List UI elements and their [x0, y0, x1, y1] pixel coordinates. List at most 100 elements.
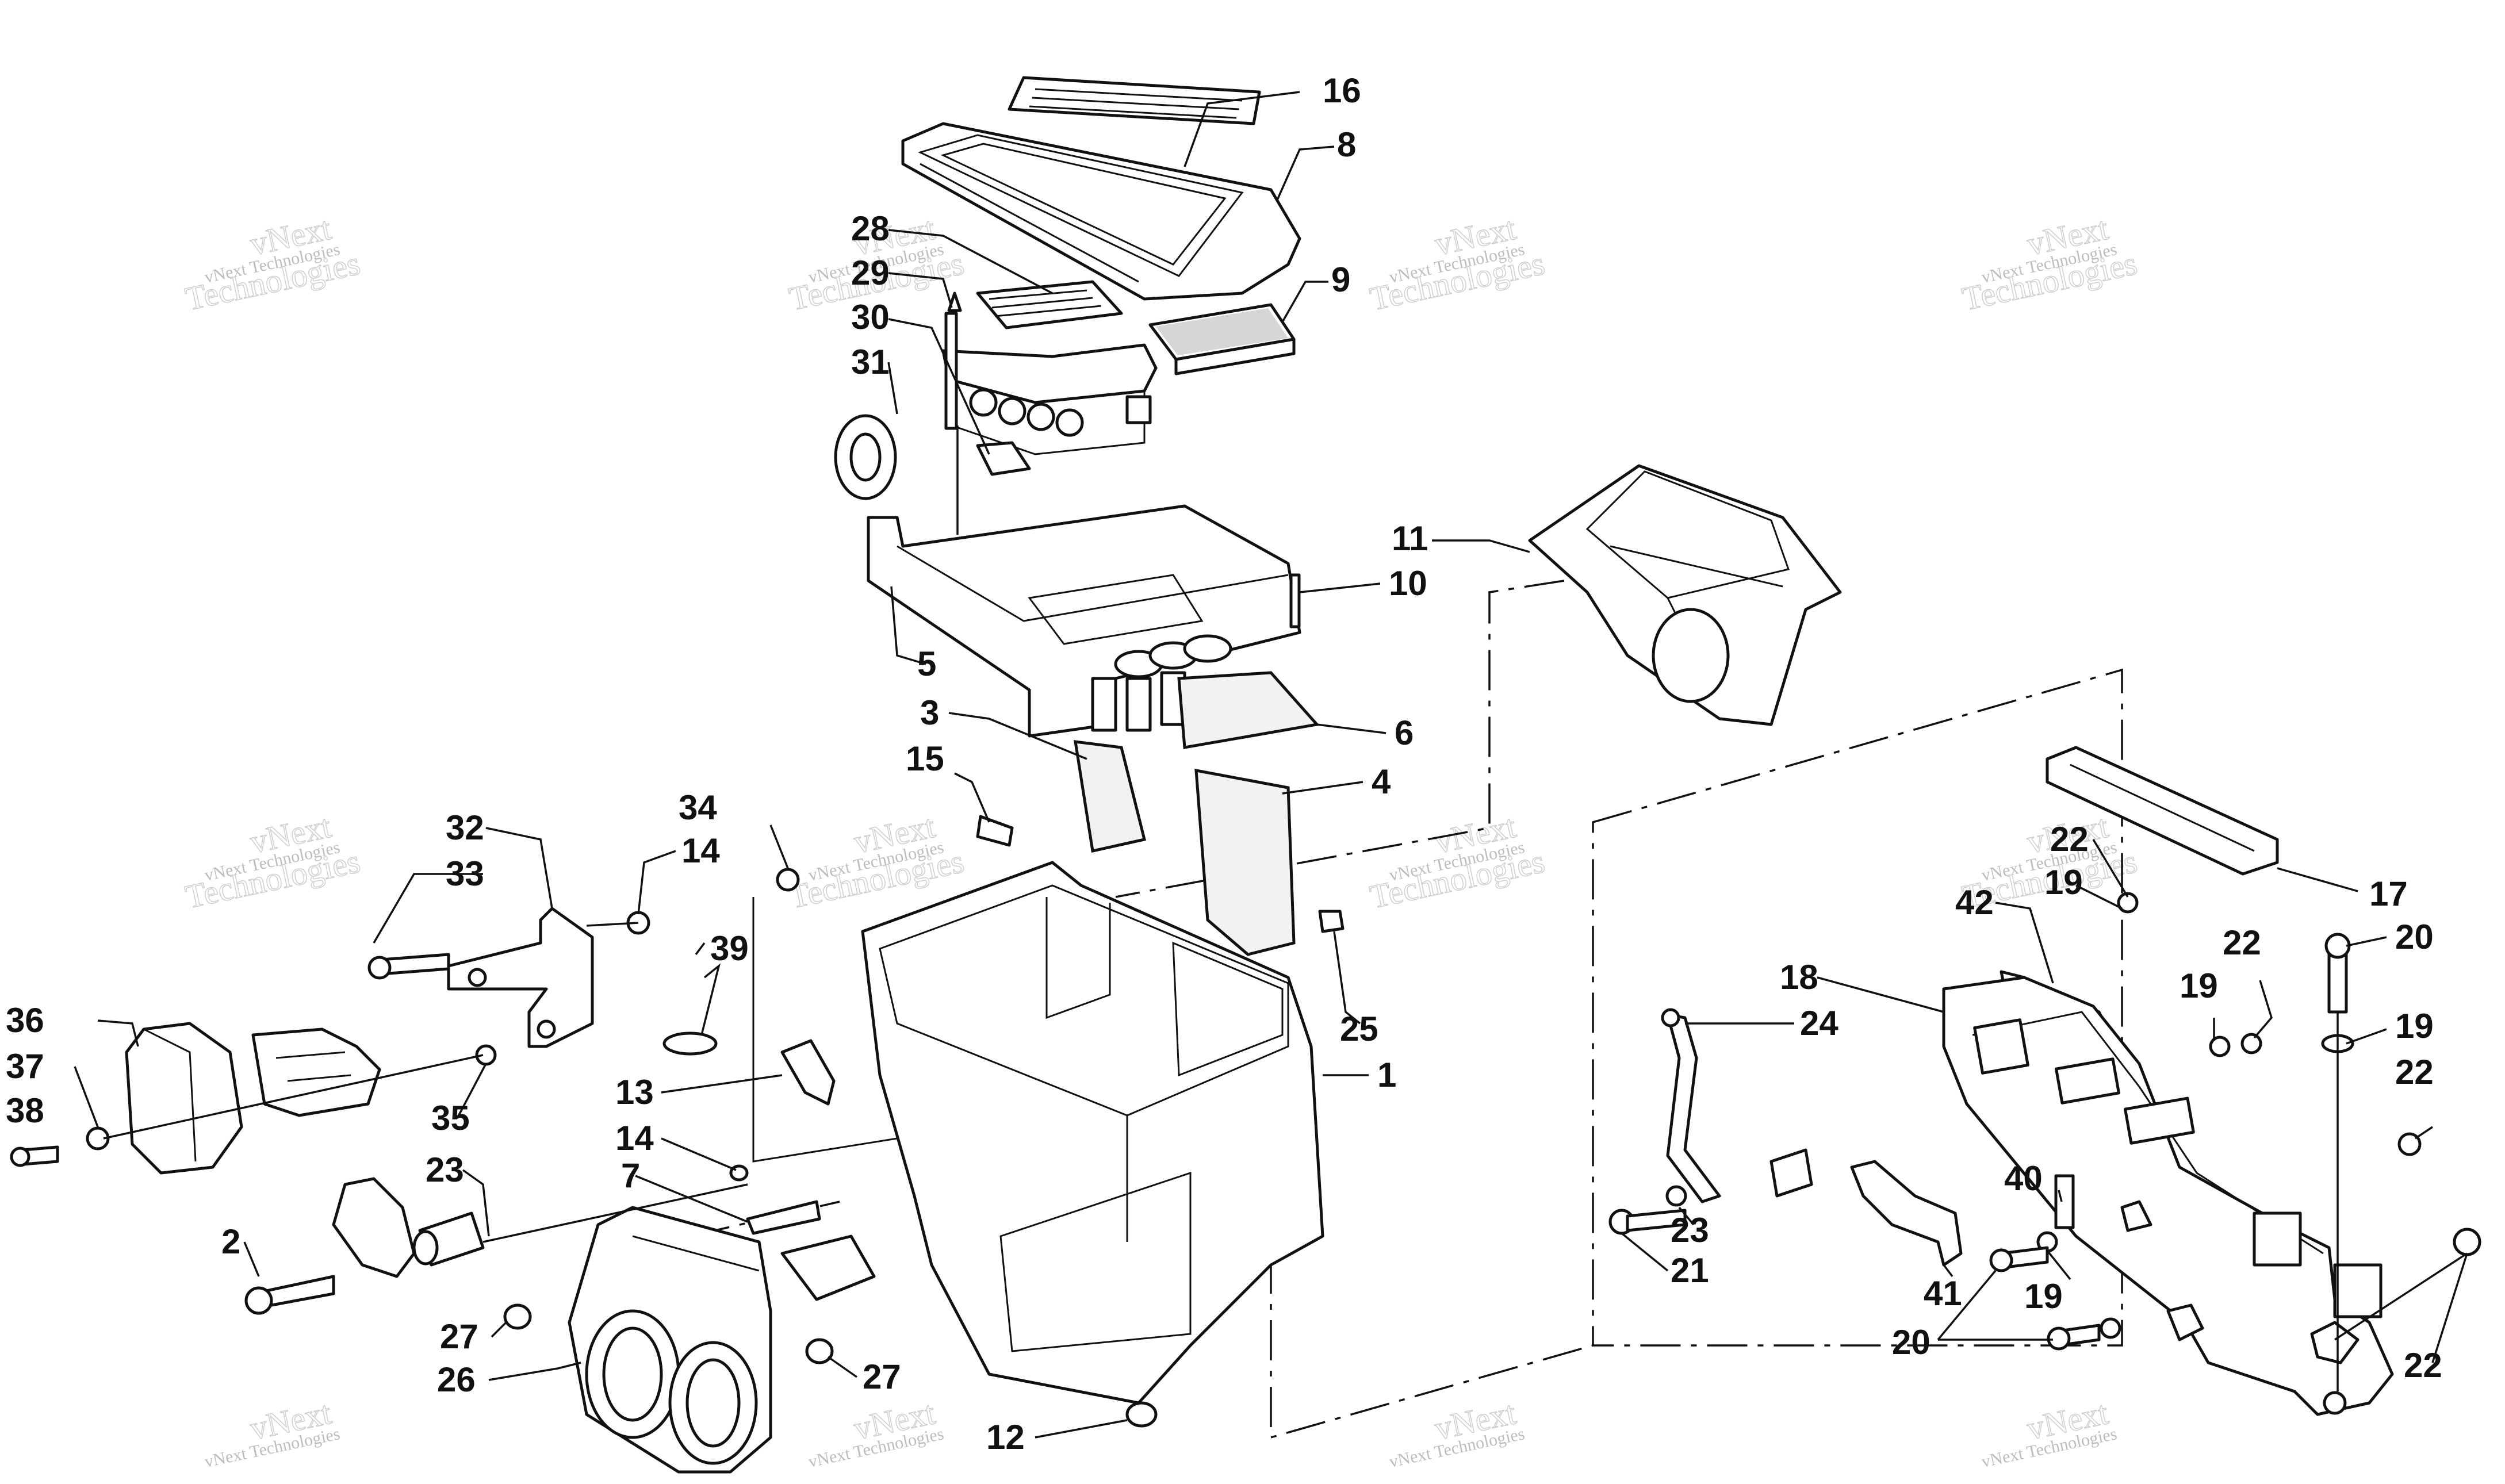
decal-16-grid: [1029, 88, 1243, 119]
label-28: [976, 280, 1123, 329]
bracket-32: [447, 907, 594, 1048]
arm-24: [1769, 1148, 1813, 1198]
screw-10: [1289, 573, 1301, 628]
callout-39: 39: [710, 929, 749, 968]
nut-22c: [2397, 1132, 2422, 1156]
callout-7: 7: [621, 1156, 640, 1195]
strap-7: [746, 1200, 821, 1235]
push-pin-27a: [503, 1303, 532, 1330]
callout-27b: 27: [863, 1358, 901, 1396]
bolt-15: [976, 815, 1014, 847]
right-assembly: [1608, 746, 2481, 1416]
watermark: vNext Technologies vNext Technologies: [182, 807, 364, 916]
callout-22a: 22: [2050, 820, 2089, 858]
callout-22c: 22: [2395, 1053, 2434, 1091]
seal-17: [2046, 746, 2279, 876]
grommet-30: [976, 441, 1031, 476]
leader-lines: [74, 91, 2468, 1439]
lower-left-assembly: [244, 1177, 876, 1474]
gasket-3: [1074, 740, 1147, 853]
watermark: vNext Technologies vNext Technologies: [1366, 807, 1549, 916]
callout-9: 9: [1331, 260, 1350, 299]
cover-8: [901, 122, 1301, 301]
callout-19d: 19: [2024, 1277, 2063, 1316]
callout-13: 13: [615, 1073, 654, 1111]
watermark: vNext Technologies vNext Technologies: [1959, 209, 2141, 318]
callout-34: 34: [679, 788, 717, 827]
air-box-cover: [901, 76, 1301, 375]
callout-2: 2: [221, 1222, 240, 1261]
callout-31: 31: [851, 343, 890, 381]
callout-19a: 19: [2044, 863, 2083, 902]
clip-13: [780, 1039, 836, 1106]
callout-3: 3: [920, 693, 939, 732]
hose-fitting: [780, 1234, 876, 1301]
watermark: vNext Technologies vNext: [1980, 1393, 2119, 1471]
callout-1: 1: [1377, 1056, 1396, 1094]
washer-19b: [2209, 1036, 2231, 1057]
callout-20a: 20: [2395, 918, 2434, 956]
assembly-line: [1270, 1253, 1594, 1439]
callout-6: 6: [1395, 714, 1414, 752]
nut-22a: [2117, 892, 2139, 914]
callout-21: 21: [1671, 1251, 1709, 1290]
cover-window: [917, 134, 1244, 277]
callout-12: 12: [986, 1418, 1025, 1456]
gasket-4: [1194, 768, 1296, 956]
callout-22d: 22: [2404, 1346, 2442, 1385]
washer-23b: [1665, 1185, 1687, 1207]
assembly-line: [1115, 580, 1565, 898]
callout-8: 8: [1337, 125, 1356, 164]
tray-cavity: [1028, 574, 1204, 645]
callout-37: 37: [6, 1047, 44, 1086]
silencer-11: [1528, 464, 1842, 726]
callout-27a: 27: [440, 1317, 478, 1356]
callout-32: 32: [446, 808, 484, 847]
callout-30: 30: [851, 298, 890, 336]
callout-24: 24: [1800, 1004, 1838, 1042]
washer-34: [776, 868, 800, 892]
callout-25: 25: [1340, 1010, 1378, 1048]
callout-23b: 23: [1671, 1211, 1709, 1249]
watermark: vNext Technologies vNext Technologies: [786, 807, 968, 916]
callout-10: 10: [1389, 564, 1427, 603]
air-box-1: [861, 861, 1324, 1405]
rod-24: [1666, 1013, 1721, 1203]
callout-35: 35: [431, 1099, 470, 1137]
callout-38: 38: [6, 1091, 44, 1130]
callout-20b: 20: [1892, 1323, 1931, 1362]
ecu-box: [941, 343, 1158, 404]
carburetor: [251, 1027, 381, 1117]
duct-18: [1942, 976, 2394, 1416]
callout-28: 28: [851, 209, 890, 248]
callout-41: 41: [1924, 1274, 1962, 1313]
bracket-41: [1850, 1160, 1963, 1267]
nut-22b: [2240, 1033, 2262, 1054]
callout-19c: 19: [2395, 1007, 2434, 1045]
callout-40: 40: [2004, 1159, 2043, 1198]
callout-36: 36: [6, 1001, 44, 1040]
callout-17: 17: [2369, 875, 2408, 913]
callouts: 16 8 9 28 29 30 31 11 10 5 6 3 4 15 34 1…: [6, 71, 2442, 1456]
grommet-12: [1125, 1401, 1158, 1428]
bracket-2: [332, 1177, 416, 1278]
callout-42: 42: [1955, 883, 1994, 922]
gaskets: [976, 740, 1296, 956]
upper-tray: [834, 280, 1320, 749]
callout-16: 16: [1323, 71, 1361, 110]
callout-19b: 19: [2180, 967, 2218, 1005]
left-assembly: [10, 868, 800, 1175]
callout-14b: 14: [615, 1119, 654, 1157]
plate-40: [2054, 1174, 2075, 1229]
watermark: vNext Technologies vNext Technologies: [786, 209, 968, 318]
callout-14a: 14: [681, 831, 720, 870]
push-pin-27b: [805, 1338, 834, 1364]
air-box-main: [729, 861, 1345, 1428]
callout-33: 33: [446, 854, 484, 893]
watermark: vNext Technologies vNext: [203, 1393, 342, 1471]
assembly-line: [1592, 668, 2123, 1347]
watermark: vNext Technologies vNext Technologies: [1366, 209, 1549, 318]
cover-36: [125, 1022, 243, 1175]
decal-16: [1008, 76, 1261, 125]
